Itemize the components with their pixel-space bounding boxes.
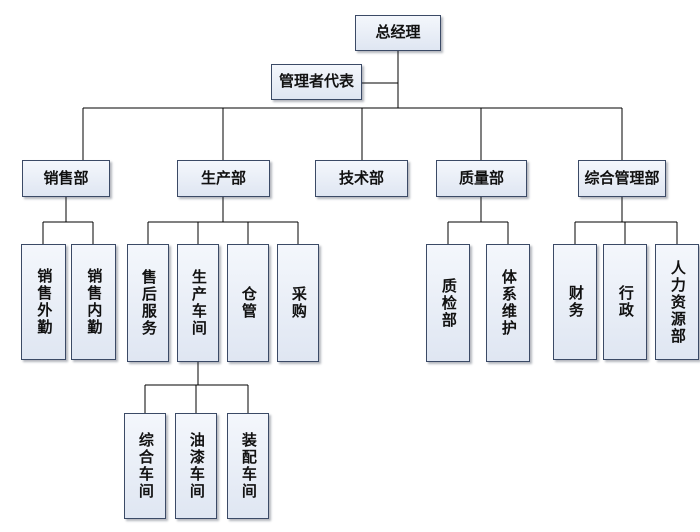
node-label: 销售部: [43, 168, 89, 187]
node-human-resources: 人力资源部: [655, 244, 699, 360]
node-administration: 行政: [603, 244, 647, 360]
node-admin-dept: 综合管理部: [578, 160, 666, 197]
node-label: 财务: [566, 285, 585, 319]
node-quality-inspection: 质检部: [426, 244, 470, 362]
node-label: 总经理: [375, 23, 421, 42]
node-production-dept: 生产部: [177, 160, 270, 197]
node-sales-field: 销售外勤: [21, 244, 66, 360]
node-assembly-workshop: 装配车间: [227, 413, 269, 519]
node-quality-dept: 质量部: [436, 160, 527, 197]
node-label: 油漆车间: [187, 432, 206, 500]
node-sales-office: 销售内勤: [71, 244, 116, 360]
node-sales-dept: 销售部: [22, 160, 110, 197]
node-system-maintenance: 体系维护: [486, 244, 530, 362]
node-paint-workshop: 油漆车间: [175, 413, 217, 519]
node-label: 综合车间: [136, 432, 155, 500]
node-finance: 财务: [553, 244, 597, 360]
node-label: 行政: [616, 285, 635, 319]
node-after-sales: 售后服务: [127, 244, 169, 362]
node-general-workshop: 综合车间: [124, 413, 166, 519]
node-purchasing: 采购: [277, 244, 319, 362]
node-label: 管理者代表: [278, 72, 354, 91]
node-label: 生产部: [200, 168, 246, 187]
node-general-manager: 总经理: [355, 15, 441, 51]
node-management-representative: 管理者代表: [271, 64, 362, 100]
node-label: 仓管: [239, 286, 258, 320]
node-label: 质检部: [439, 277, 458, 329]
node-label: 销售内勤: [85, 268, 104, 336]
node-label: 生产车间: [189, 269, 208, 337]
node-production-workshop: 生产车间: [177, 244, 219, 362]
node-label: 装配车间: [239, 432, 258, 500]
node-label: 质量部: [458, 168, 504, 187]
node-label: 售后服务: [139, 269, 158, 337]
node-label: 综合管理部: [584, 168, 660, 187]
node-tech-dept: 技术部: [315, 160, 408, 197]
node-label: 人力资源部: [668, 259, 687, 345]
node-label: 采购: [289, 286, 308, 320]
node-label: 技术部: [338, 168, 384, 187]
node-label: 销售外勤: [35, 268, 54, 336]
node-warehouse: 仓管: [227, 244, 269, 362]
node-label: 体系维护: [499, 269, 518, 337]
